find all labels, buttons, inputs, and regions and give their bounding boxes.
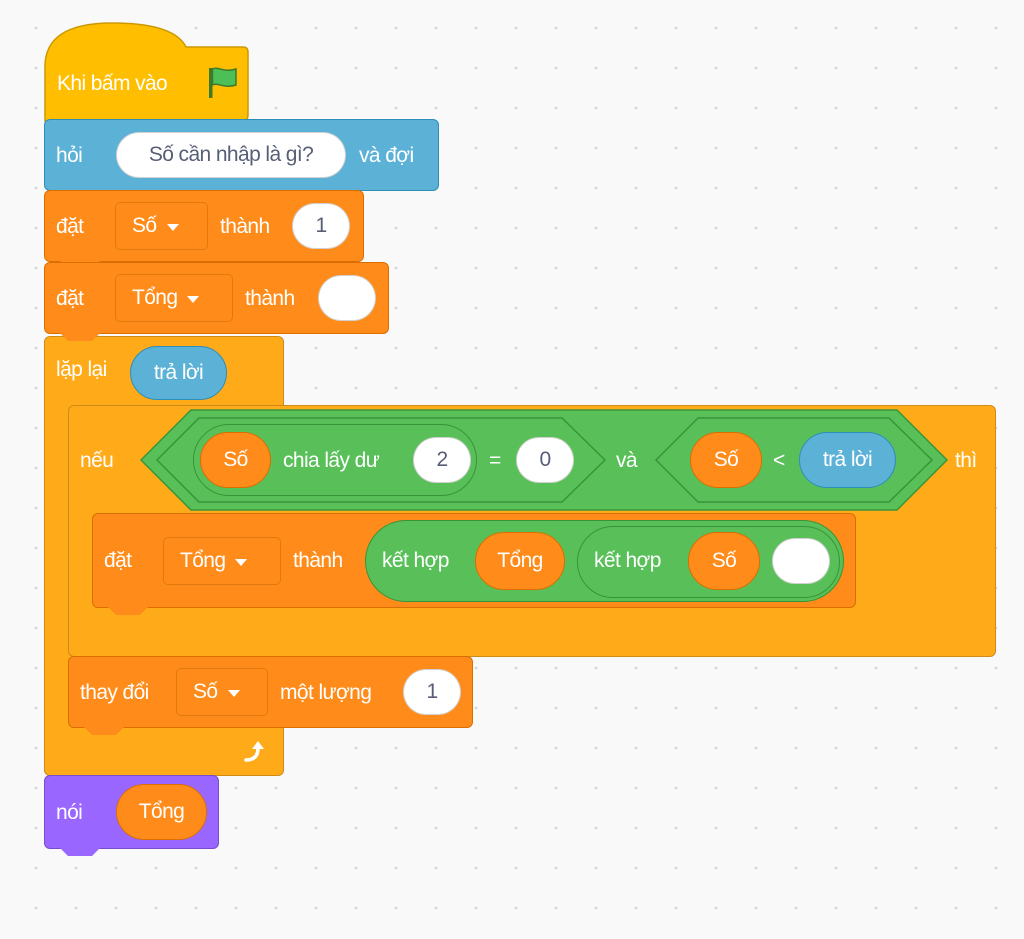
loop-arrow-icon bbox=[242, 740, 270, 764]
say-label: nói bbox=[56, 801, 83, 824]
answer-reporter[interactable]: trả lời bbox=[130, 346, 227, 400]
repeat-label: lặp lại bbox=[56, 358, 107, 381]
join1-label: kết hợp bbox=[382, 549, 449, 572]
block-notch bbox=[60, 333, 100, 341]
dropdown-arrow-icon bbox=[166, 223, 179, 231]
join2-label: kết hợp bbox=[594, 549, 661, 572]
less-var-reporter[interactable]: Số bbox=[690, 432, 762, 488]
mod-label: chia lấy dư bbox=[283, 449, 380, 472]
and-label: và bbox=[616, 449, 638, 472]
dropdown-arrow-icon bbox=[235, 558, 248, 566]
equals-label: = bbox=[489, 449, 501, 472]
set-tong-to-label: thành bbox=[245, 287, 295, 310]
set-so-value-input[interactable]: 1 bbox=[292, 203, 350, 249]
set-inner-to-label: thành bbox=[293, 549, 343, 572]
less-than-label: < bbox=[773, 449, 785, 472]
dropdown-arrow-icon bbox=[227, 689, 240, 697]
if-label: nếu bbox=[80, 449, 114, 472]
set-tong-label: đặt bbox=[56, 287, 84, 310]
when-flag-clicked-block[interactable]: Khi bấm vào bbox=[44, 20, 249, 122]
equals-value-input[interactable]: 0 bbox=[516, 437, 574, 483]
change-value-input[interactable]: 1 bbox=[403, 669, 461, 715]
set-so-label: đặt bbox=[56, 215, 84, 238]
set-inner-label: đặt bbox=[104, 549, 132, 572]
set-so-variable-dropdown[interactable]: Số bbox=[115, 202, 208, 250]
join1-var-reporter[interactable]: Tổng bbox=[475, 532, 565, 590]
dropdown-arrow-icon bbox=[187, 295, 200, 303]
say-value-reporter[interactable]: Tổng bbox=[116, 784, 207, 840]
change-variable-dropdown[interactable]: Số bbox=[176, 668, 268, 716]
block-notch bbox=[84, 727, 124, 735]
block-notch bbox=[108, 607, 148, 615]
hat-label: Khi bấm vào bbox=[57, 72, 168, 95]
set-tong-variable-dropdown[interactable]: Tổng bbox=[115, 274, 233, 322]
ask-question-input[interactable]: Số cần nhập là gì? bbox=[116, 132, 346, 178]
block-notch bbox=[60, 848, 100, 856]
set-tong-value-input[interactable] bbox=[318, 275, 376, 321]
ask-wait-label: và đợi bbox=[359, 144, 414, 167]
change-by-label: một lượng bbox=[280, 681, 372, 704]
join2-value-input[interactable] bbox=[772, 538, 830, 584]
ask-label: hỏi bbox=[56, 144, 83, 167]
mod-var-reporter[interactable]: Số bbox=[200, 432, 271, 488]
set-so-variable-label: Số bbox=[132, 214, 157, 237]
set-tong-variable-label: Tổng bbox=[132, 286, 178, 309]
set-inner-variable-dropdown[interactable]: Tổng bbox=[163, 537, 281, 585]
green-flag-icon bbox=[206, 66, 238, 100]
mod-divisor-input[interactable]: 2 bbox=[413, 437, 471, 483]
change-label: thay đổi bbox=[80, 681, 149, 704]
set-so-to-label: thành bbox=[220, 215, 270, 238]
answer-reporter-inner[interactable]: trả lời bbox=[799, 432, 896, 488]
then-label: thì bbox=[955, 449, 977, 472]
join2-var-reporter[interactable]: Số bbox=[688, 532, 760, 590]
change-variable-label: Số bbox=[193, 680, 218, 703]
set-inner-variable-label: Tổng bbox=[180, 549, 226, 572]
